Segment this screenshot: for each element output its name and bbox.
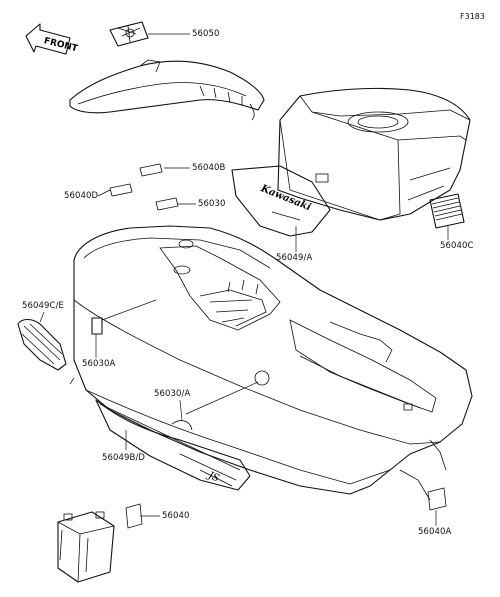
- part-label-56040D: 56040D: [64, 191, 99, 201]
- front-arrow-text: FRONT: [43, 36, 80, 54]
- decal-56030A-slash: [171, 420, 193, 431]
- part-label-56049BD: 56049B/D: [102, 453, 146, 463]
- decal-56040A: [427, 487, 447, 511]
- rear-cover-part: [69, 59, 265, 121]
- decal-56040C: [429, 193, 465, 229]
- hood-part: [277, 87, 471, 221]
- brand-text: Kawasaki: [258, 183, 312, 214]
- leader-lines: [39, 33, 449, 526]
- decal-56040B: [139, 163, 163, 177]
- hull-body-part: JS: [73, 225, 473, 501]
- part-label-56030: 56030: [198, 199, 226, 209]
- decal-56040: [125, 503, 143, 529]
- part-label-56040C: 56040C: [440, 241, 474, 251]
- decal-56049A: Kawasaki: [231, 165, 331, 237]
- battery-part: [57, 511, 115, 583]
- decal-56040D: [109, 183, 133, 197]
- decal-56030: [155, 197, 179, 211]
- part-label-56030-slash-A: 56030/A: [154, 389, 191, 399]
- svg-text:JS: JS: [205, 469, 221, 484]
- decal-56050: [109, 21, 149, 47]
- part-label-56030A: 56030A: [82, 359, 116, 369]
- part-label-56040A: 56040A: [418, 527, 452, 537]
- part-label-56040: 56040: [162, 511, 190, 521]
- figure-code: F3183: [460, 12, 485, 21]
- front-arrow-icon: FRONT: [25, 23, 80, 55]
- part-label-56049CE: 56049C/E: [22, 301, 65, 311]
- decal-56030A: [91, 317, 103, 335]
- part-label-56050: 56050: [192, 29, 220, 39]
- decal-56049CE: [17, 318, 67, 371]
- part-label-56040B: 56040B: [192, 163, 226, 173]
- part-label-56049A: 56049/A: [276, 253, 313, 263]
